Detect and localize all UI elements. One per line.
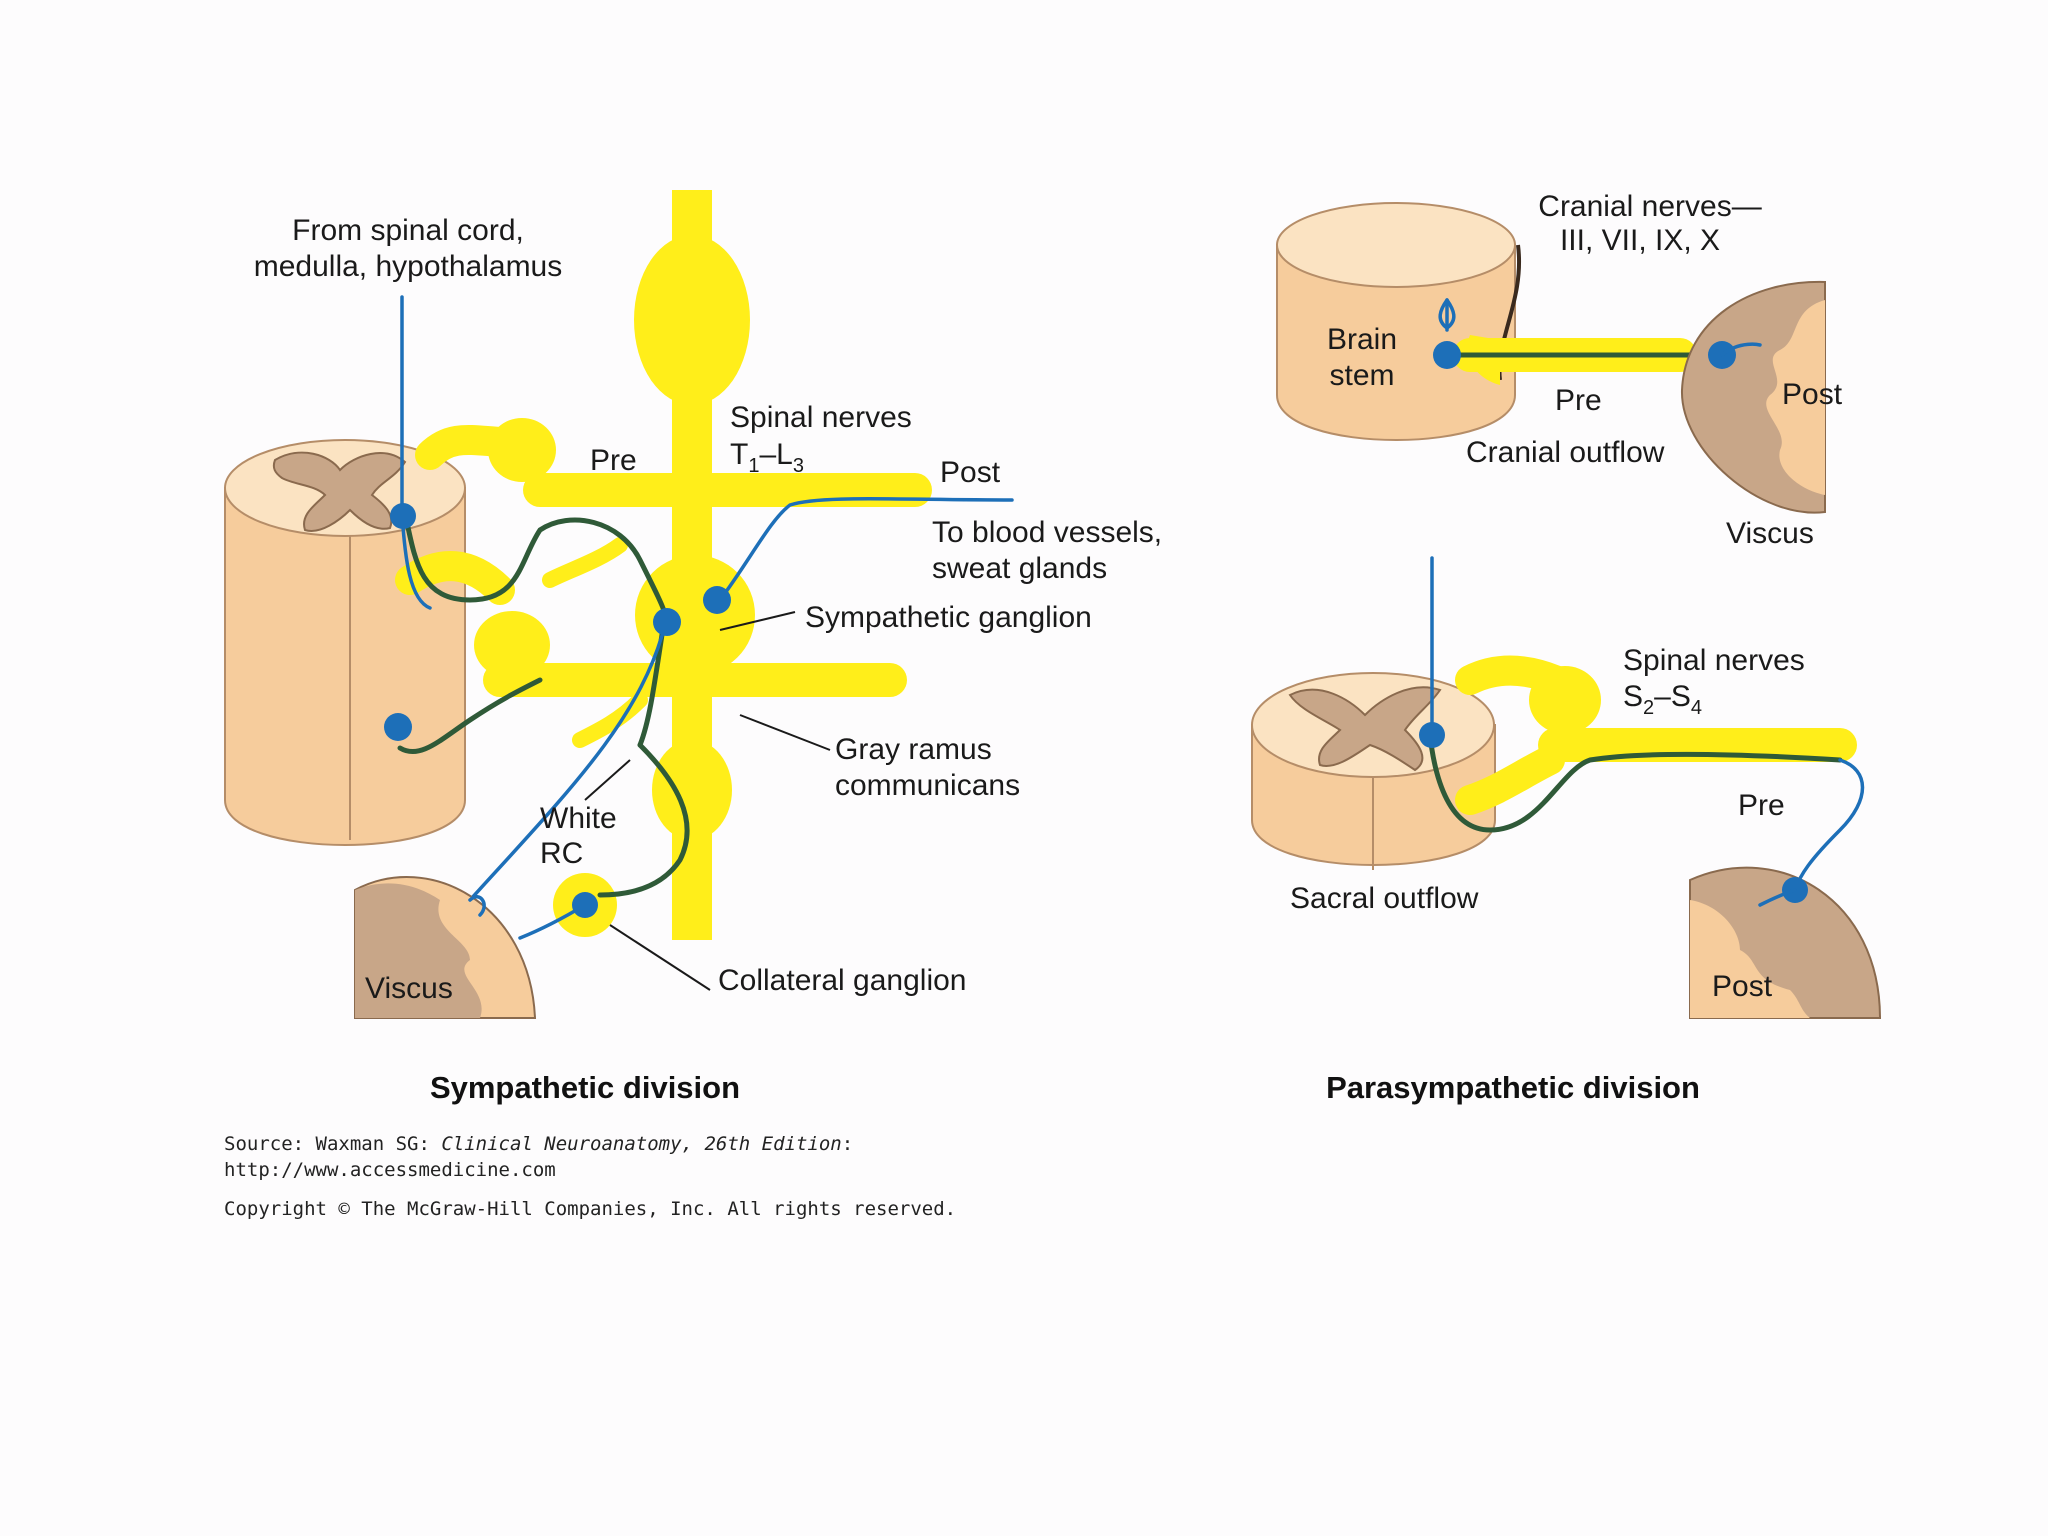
label-targets-line-1: To blood vessels, [932,516,1162,549]
neuron-cell-bodies [384,503,731,918]
label-viscus-cranial: Viscus [1726,517,1814,550]
label-targets-line-2: sweat glands [932,552,1107,585]
caption-parasympathetic-division: Parasympathetic division [1326,1070,1700,1105]
label-gray-ramus-line-2: communicans [835,769,1020,802]
source-line: Source: Waxman SG: Clinical Neuroanatomy… [224,1133,853,1155]
leader-lines [584,611,831,991]
label-cranial-outflow: Cranial outflow [1466,436,1665,469]
label-spinal-nerves: Spinal nerves [730,401,912,434]
label-cranial-nerves-line-1: Cranial nerves— [1538,190,1761,223]
sacral-preganglionic-fiber [1427,732,1843,833]
label-pre-cranial: Pre [1555,384,1602,417]
spinal-nerve-roots [395,418,932,748]
label-viscus: Viscus [365,972,453,1005]
caption-sympathetic-division: Sympathetic division [430,1070,740,1105]
label-source-line-1: From spinal cord, [292,214,524,247]
label-collateral-ganglion: Collateral ganglion [718,964,967,997]
label-post-sacral: Post [1712,970,1773,1003]
spinal-cord-segment [224,439,466,846]
label-source-line-2: medulla, hypothalamus [254,250,563,283]
label-brain-stem-line-1: Brain [1327,323,1397,356]
sympathetic-division-diagram: From spinal cord, medulla, hypothalamus … [224,190,1162,1105]
source-credit: Source: Waxman SG: Clinical Neuroanatomy… [224,1133,956,1220]
label-pre: Pre [590,444,637,477]
label-spinal-nerves-sacral: Spinal nerves [1623,644,1805,677]
cord-neuron-dot [390,503,416,529]
sacral-neuron-dot [1419,722,1445,748]
label-sympathetic-ganglion: Sympathetic ganglion [805,601,1092,634]
sacral-pre-fiber-to-viscus [1793,758,1865,892]
copyright-notice: Copyright © The McGraw-Hill Companies, I… [224,1198,956,1220]
collateral-neuron-dot [572,892,598,918]
label-cranial-nerves-line-2: III, VII, IX, X [1560,224,1720,257]
ventral-neuron-dot [384,713,412,741]
preganglionic-fibers [397,510,690,898]
parasympathetic-division-diagram: Cranial nerves— III, VII, IX, X Brain st… [1251,190,1882,1105]
label-segments-sacral: S2–S4 [1623,680,1702,719]
viscus-sacral [1689,866,1882,1019]
ganglion-neuron-dot-1 [653,608,681,636]
sacral-spinal-cord [1251,672,1496,870]
source-url: http://www.accessmedicine.com [224,1159,556,1181]
label-segments: T1–L3 [730,438,804,477]
label-white-rc-line-1: White [540,802,617,835]
label-white-rc-line-2: RC [540,837,583,870]
sacral-gray-matter [1288,686,1442,772]
gray-matter [272,451,407,532]
ganglion-neuron-dot-2 [703,586,731,614]
viscus-sympathetic [354,876,537,1019]
brainstem-neuron-dot [1433,341,1461,369]
label-gray-ramus-line-1: Gray ramus [835,733,992,766]
label-brain-stem-line-2: stem [1329,359,1394,392]
sacral-spinal-nerve [1455,655,1857,815]
label-pre-sacral: Pre [1738,789,1785,822]
label-post: Post [940,456,1001,489]
cranial-nerve [1453,335,1697,385]
label-post-cranial: Post [1782,378,1843,411]
brain-stem [1276,202,1521,441]
label-sacral-outflow: Sacral outflow [1290,882,1479,915]
viscus-cranial [1680,280,1826,514]
